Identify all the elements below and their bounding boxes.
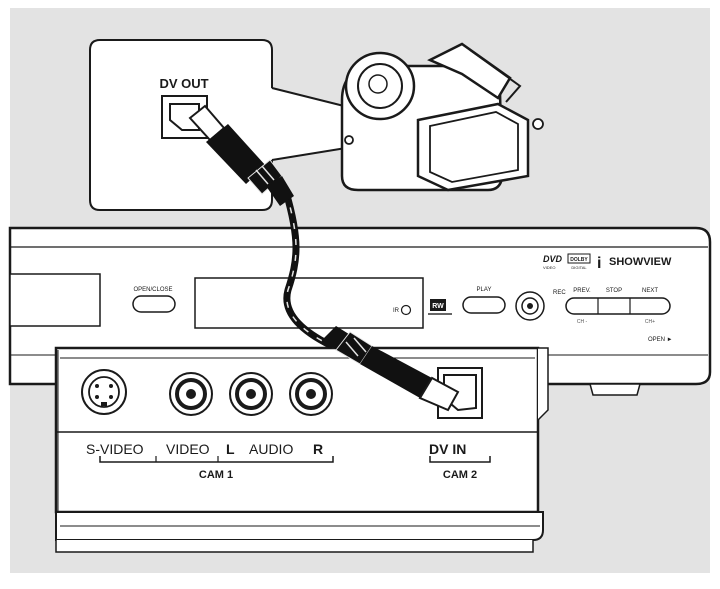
video-jack (169, 372, 213, 416)
open-close-button[interactable] (132, 295, 176, 313)
format-logos: DVD VIDEO DOLBY DIGITAL i SHOWVIEW (543, 253, 672, 272)
video-label: VIDEO (166, 441, 210, 457)
ch-minus-label: CH - (577, 319, 588, 325)
audio-r-label: R (313, 441, 323, 457)
cam1-label: CAM 1 (199, 469, 233, 481)
cable-plug-bottom-icon (322, 326, 460, 412)
cam1-bracket (99, 456, 334, 463)
prev-label: PREV. (573, 288, 591, 294)
showview-mark: i (597, 255, 601, 272)
prev-button[interactable] (566, 298, 598, 314)
disc-tray (194, 277, 424, 329)
stop-button[interactable] (598, 298, 630, 314)
dolby-label: DOLBY (570, 257, 588, 263)
open-flap-label: OPEN ► (648, 337, 673, 343)
transport-cluster (565, 297, 671, 315)
cable-plug-top-icon (188, 104, 294, 206)
ch-plus-label: CH+ (645, 319, 655, 325)
camcorder (340, 42, 544, 192)
front-connector-panel: S-VIDEO VIDEO L AUDIO R DV IN CAM 1 CAM … (54, 346, 549, 553)
showview-logo: SHOWVIEW (609, 256, 672, 268)
dolby-logo (567, 253, 591, 264)
ir-label: IR (393, 308, 400, 314)
audio-label: AUDIO (249, 441, 293, 457)
display-window (9, 273, 101, 327)
handle-icon (427, 42, 512, 100)
rec-label: REC (553, 290, 566, 296)
ir-sensor (400, 304, 412, 316)
play-label: PLAY (477, 287, 492, 293)
recorder-foot (589, 383, 641, 396)
dvd-logo: DVD (543, 254, 563, 264)
svideo-label: S-VIDEO (86, 441, 144, 457)
dv-in-label: DV IN (429, 441, 466, 457)
next-button[interactable] (630, 298, 670, 314)
dvd-recorder: OPEN/CLOSE IR RW PLAY REC PREV. STOP NEX… (8, 226, 712, 396)
cam2-label: CAM 2 (443, 469, 477, 481)
next-label: NEXT (642, 288, 658, 294)
audio-l-label: L (226, 441, 235, 457)
dolby-digital-label: DIGITAL (571, 265, 587, 270)
stop-label: STOP (606, 288, 622, 294)
audio-right-jack (289, 372, 333, 416)
dv-cable (188, 104, 460, 412)
audio-left-jack (229, 372, 273, 416)
dv-out-label: DV OUT (159, 76, 208, 91)
camcorder-callout: DV OUT (89, 39, 353, 211)
cam2-bracket (429, 456, 491, 463)
rw-label: RW (432, 303, 444, 310)
dvd-video-label: VIDEO (543, 265, 555, 270)
play-button[interactable] (462, 296, 506, 314)
rw-logo (430, 299, 446, 311)
open-close-label: OPEN/CLOSE (133, 287, 172, 293)
